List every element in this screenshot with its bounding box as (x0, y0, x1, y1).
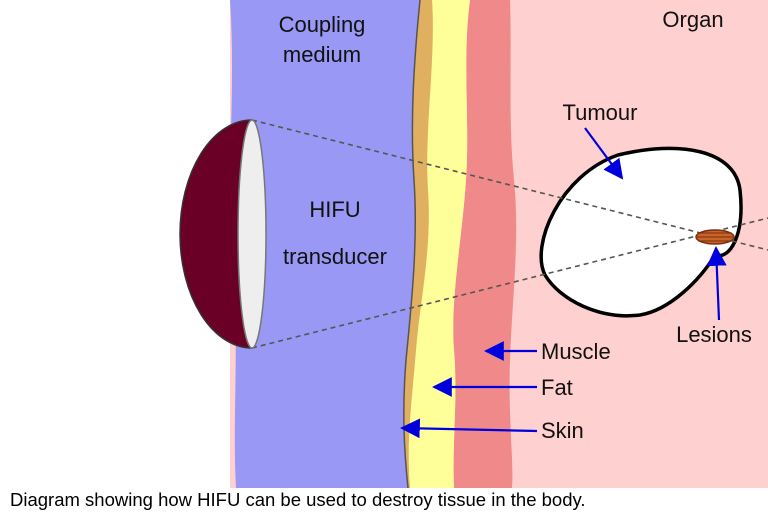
transducer-face (237, 119, 267, 349)
lesion (695, 229, 735, 245)
hifu-label-line1: HIFU (309, 197, 360, 222)
skin-layer (403, 0, 433, 488)
hifu-transducer (179, 119, 267, 349)
tumour-label: Tumour (563, 100, 638, 125)
transducer-body (179, 119, 253, 349)
fat-layer (408, 0, 470, 488)
organ-label: Organ (662, 7, 723, 32)
skin-label: Skin (541, 418, 584, 443)
hifu-label-line2: transducer (283, 244, 387, 269)
lesions-label: Lesions (676, 322, 752, 347)
tumour-arrow (584, 127, 624, 180)
lesions-arrow (706, 246, 727, 321)
focus-line-upper (251, 119, 768, 251)
hifu-diagram: Coupling medium Organ Tumour HIFU transd… (0, 0, 768, 488)
coupling-medium-label-line1: Coupling (279, 12, 366, 37)
coupling-medium-label-line2: medium (283, 42, 361, 67)
tumour (539, 146, 743, 318)
focus-line-lower (251, 217, 768, 349)
fat-label: Fat (541, 375, 573, 400)
coupling-medium-region (230, 0, 420, 488)
muscle-layer (453, 0, 517, 488)
skin-arrow (400, 418, 538, 439)
figure-caption: Diagram showing how HIFU can be used to … (10, 489, 586, 510)
muscle-label: Muscle (541, 339, 611, 364)
